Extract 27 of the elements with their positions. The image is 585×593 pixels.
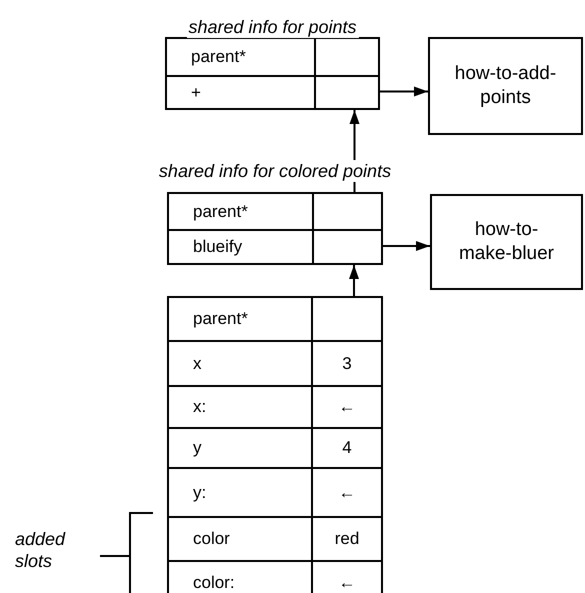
slot-name-cell: x:: [169, 385, 311, 427]
arrow: [378, 86, 428, 96]
slot-name-cell: +: [167, 75, 314, 108]
slot-name-cell: parent*: [169, 298, 311, 340]
empty-slot-cell: [312, 229, 381, 263]
slot-value-cell: ←: [311, 385, 381, 427]
arrow: [349, 265, 359, 298]
slot-name-cell: y:: [169, 467, 311, 516]
slot-name-cell: parent*: [169, 194, 312, 229]
bracket-label: added slots: [15, 528, 66, 572]
slot-value-cell: ←: [311, 560, 381, 593]
empty-slot-cell: [314, 75, 378, 108]
slot-name-cell: blueify: [169, 229, 312, 263]
method-box: how-to-add-points: [428, 37, 583, 135]
slot-name-cell: x: [169, 340, 311, 385]
method-box: how-to-make-bluer: [430, 194, 583, 290]
slot-value-cell: ←: [311, 467, 381, 516]
slot-name-cell: parent*: [167, 39, 314, 75]
slot-value-cell: 4: [311, 427, 381, 467]
slot-value-cell: 3: [311, 340, 381, 385]
slot-value-cell: red: [311, 516, 381, 560]
arrow: [381, 241, 430, 251]
slot-name-cell: color:: [169, 560, 311, 593]
table-title: shared info for colored points: [156, 160, 394, 182]
object-table: [167, 296, 383, 593]
slot-name-cell: y: [169, 427, 311, 467]
slot-name-cell: color: [169, 516, 311, 560]
